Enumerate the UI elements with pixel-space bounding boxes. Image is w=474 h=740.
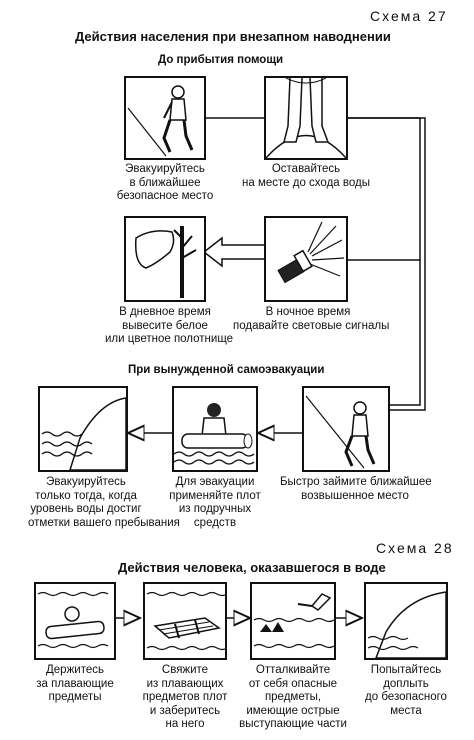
white-cloth-illustration [134,226,197,298]
panel-water-level [38,386,128,472]
panel-higher-ground [302,386,390,472]
panel-swim-safe [364,582,448,660]
panel-stay [264,76,348,160]
log-raft-illustration [174,403,255,465]
panel-push-objects [250,582,336,660]
loop-line [348,117,426,411]
caption-hold: Держитесь за плавающие предметы [36,664,114,703]
tied-raft-illustration [146,591,225,651]
walking-man-uphill-illustration [305,395,376,469]
person-holding-log-illustration [37,591,109,649]
caption-raft: Для эвакуации применяйте плот из подручн… [169,476,261,529]
scheme-27-title: Действия населения при внезапном наводне… [75,29,391,44]
panel-tie-raft [143,582,227,660]
wave-hill-illustration [41,397,126,470]
forced-evac-heading: При вынужденной самоэвакуации [128,364,325,376]
caption-swim: Попытайтесь доплыть до безопасного места [365,664,447,717]
scheme-27-label: Схема 27 [370,8,448,24]
caption-evacuate: Эвакуируйтесь в ближайшее безопасное мес… [116,163,214,202]
panel-hold-floating [34,582,116,660]
caption-push: Отталкивайте от себя опасные предметы, и… [239,664,347,730]
caption-night: В ночное время подавайте световые сигнал… [233,306,390,332]
panel-evacuate-walk [124,76,206,160]
scheme-28-title: Действия человека, оказавшегося в воде [118,560,386,575]
panel-day-flag [124,216,206,302]
caption-tie: Свяжите из плавающих предметов плот и за… [142,664,228,730]
caption-stay: Оставайтесь на месте до схода воды [242,163,370,189]
standing-legs-illustration [266,78,346,158]
caption-day: В дневное время вывесите белое или цветн… [105,306,234,345]
caption-evac-only: Эвакуируйтесь только тогда, когда уровен… [28,476,180,529]
before-help-heading: До прибытия помощи [158,54,284,66]
pushing-debris-illustration [253,593,334,649]
loop-line-inner [348,117,421,261]
panel-raft [172,386,258,472]
arrow-day [202,236,264,268]
shore-hill-illustration [367,591,446,658]
caption-higher-ground: Быстро займите ближайшее возвышенное мес… [280,476,432,502]
scheme-28-label: Схема 28 [376,540,454,556]
panel-night-light [264,216,348,302]
flashlight-icon [277,221,345,284]
walking-man-illustration [127,85,194,157]
